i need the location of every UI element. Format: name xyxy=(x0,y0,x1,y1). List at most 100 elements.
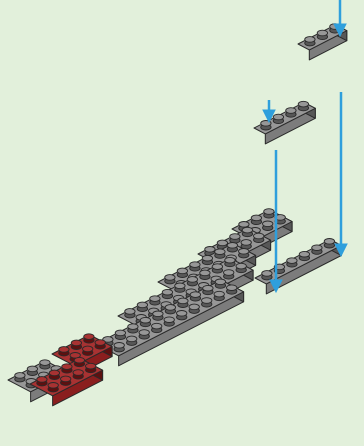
stud-top xyxy=(48,383,58,389)
stud-top xyxy=(15,373,25,379)
brick-stud-icon xyxy=(264,209,274,218)
brick-stud-icon xyxy=(37,377,47,386)
brick-stud-icon xyxy=(227,243,237,253)
stud-top xyxy=(137,302,147,308)
stud-top xyxy=(49,370,59,376)
brick-stud-icon xyxy=(140,317,150,326)
brick-stud-icon xyxy=(187,277,197,286)
stud-top xyxy=(86,363,96,369)
stud-top xyxy=(227,243,237,249)
stud-top xyxy=(140,317,150,323)
stud-top xyxy=(84,334,94,340)
brick-stud-icon xyxy=(224,270,234,279)
stud-top xyxy=(217,240,227,246)
stud-top xyxy=(71,340,81,346)
stud-top xyxy=(83,346,93,352)
brick-stud-icon xyxy=(236,263,246,272)
brick-stud-icon xyxy=(137,302,147,311)
brick-stud-icon xyxy=(84,334,94,343)
brick-stud-icon xyxy=(305,37,315,46)
stud-top xyxy=(162,289,172,295)
stud-top xyxy=(305,37,315,43)
brick-stud-icon xyxy=(73,370,83,379)
brick-stud-icon xyxy=(127,336,137,345)
brick-stud-icon xyxy=(153,311,163,320)
brick-stud-icon xyxy=(86,363,96,372)
stud-top xyxy=(317,30,327,36)
brick-stud-icon xyxy=(203,285,213,294)
brick-stud-icon xyxy=(175,283,185,292)
brick-stud-icon xyxy=(114,343,124,352)
stud-top xyxy=(312,245,322,251)
brick-stud-icon xyxy=(324,239,334,249)
stud-top xyxy=(59,347,69,353)
stud-top xyxy=(190,262,200,268)
brick-stud-icon xyxy=(178,298,188,307)
brick-stud-icon xyxy=(312,245,322,254)
stud-top xyxy=(251,215,261,221)
stud-top xyxy=(187,277,197,283)
stud-top xyxy=(40,360,50,366)
brick-stud-icon xyxy=(40,360,50,369)
stud-top xyxy=(189,304,199,310)
stud-top xyxy=(152,323,162,329)
brick-stud-icon xyxy=(165,305,175,314)
brick-stud-icon xyxy=(251,215,261,225)
brick-stud-icon xyxy=(139,330,149,339)
stud-top xyxy=(177,268,187,274)
stud-top xyxy=(230,234,240,240)
stud-top xyxy=(298,101,308,107)
brick-stud-icon xyxy=(286,108,296,118)
stud-top xyxy=(190,292,200,298)
stud-top xyxy=(165,305,175,311)
stud-top xyxy=(37,377,47,383)
brick-stud-icon xyxy=(115,330,125,339)
stud-top xyxy=(299,251,309,257)
brick-stud-icon xyxy=(59,347,69,356)
brick-stud-icon xyxy=(62,364,72,373)
stud-top xyxy=(205,247,215,253)
stud-top xyxy=(128,324,138,330)
brick-stud-icon xyxy=(262,271,272,280)
stud-top xyxy=(27,366,37,372)
stud-top xyxy=(203,285,213,291)
stud-top xyxy=(242,227,252,233)
brick-stud-icon xyxy=(202,298,212,307)
stud-top xyxy=(127,336,137,342)
stud-top xyxy=(225,257,235,263)
brick-stud-icon xyxy=(241,240,251,250)
brick-stud-icon xyxy=(74,357,84,366)
stud-top xyxy=(115,330,125,336)
brick-stud-icon xyxy=(242,227,252,236)
stud-top xyxy=(95,340,105,346)
stud-top xyxy=(227,285,237,291)
stud-top xyxy=(139,330,149,336)
stud-top xyxy=(264,209,274,215)
brick-stud-icon xyxy=(95,340,105,349)
brick-stud-icon xyxy=(317,30,327,39)
brick-stud-icon xyxy=(177,311,187,320)
brick-stud-icon xyxy=(177,268,187,277)
stud-top xyxy=(60,376,70,382)
stud-top xyxy=(236,263,246,269)
brick-stud-icon xyxy=(150,296,160,305)
stud-top xyxy=(74,357,84,363)
brick-stud-icon xyxy=(202,255,212,264)
brick-stud-icon xyxy=(27,366,37,375)
brick-stud-icon xyxy=(215,279,225,288)
brick-stud-icon xyxy=(162,289,172,298)
stud-top xyxy=(212,264,222,270)
stud-top xyxy=(239,222,249,228)
brick-stud-icon xyxy=(190,292,200,301)
brick-stud-icon xyxy=(230,234,240,243)
stud-top xyxy=(164,317,174,323)
stud-top xyxy=(165,275,175,281)
stud-top xyxy=(254,233,264,239)
brick-stud-icon xyxy=(212,264,222,273)
stud-top xyxy=(263,221,273,227)
brick-stud-icon xyxy=(125,309,135,318)
brick-stud-icon xyxy=(254,233,264,242)
stud-top xyxy=(73,370,83,376)
